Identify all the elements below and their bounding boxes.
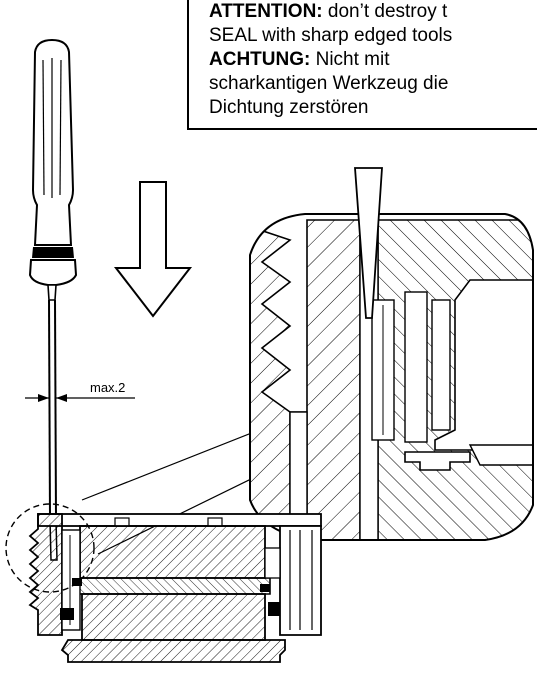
achtung-line-3: Dichtung zerstören <box>209 97 369 118</box>
achtung-label: ACHTUNG: <box>209 49 311 70</box>
tool-blade-detail <box>354 167 383 319</box>
achtung-line-2: scharkantigen Werkzeug die <box>209 73 449 94</box>
dimension-marker: max.2 <box>25 380 135 402</box>
attention-line-1: ATTENTION: don’t destroy t <box>209 0 537 24</box>
down-arrow-icon <box>113 181 193 318</box>
detail-highlight-circle <box>5 503 95 593</box>
warning-notice-text: ATTENTION: don’t destroy t SEAL with sha… <box>209 0 537 120</box>
main-assembly-section <box>28 513 322 663</box>
attention-label: ATTENTION: <box>209 1 323 22</box>
attention-text-1: don’t destroy t <box>322 1 448 22</box>
achtung-text-1: Nicht mit <box>310 49 390 70</box>
warning-notice-box: ATTENTION: don’t destroy t SEAL with sha… <box>187 0 537 130</box>
dimension-label: max.2 <box>90 380 125 395</box>
achtung-line-1: ACHTUNG: Nicht mit <box>209 48 537 72</box>
detail-view <box>250 214 533 540</box>
screwdriver-tool <box>28 38 78 561</box>
attention-line-2: SEAL with sharp edged tools <box>209 25 453 46</box>
